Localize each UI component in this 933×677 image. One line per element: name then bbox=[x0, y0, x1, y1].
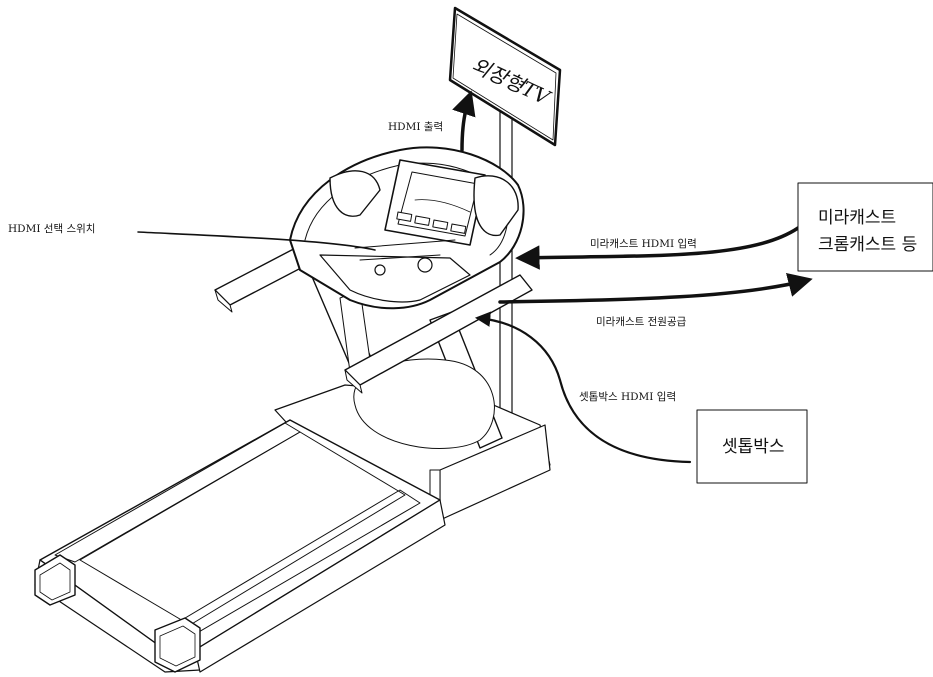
hdmi-output-label: HDMI 출력 bbox=[388, 121, 443, 133]
miracast-power-arrow bbox=[498, 272, 813, 304]
hdmi-switch-label: HDMI 선택 스위치 bbox=[8, 222, 95, 235]
hdmi-switch-leader bbox=[137, 231, 376, 251]
miracast-box-line1: 미라캐스트 bbox=[818, 208, 896, 228]
tv-mast bbox=[499, 99, 513, 426]
treadmill-console bbox=[289, 146, 525, 310]
miracast-box-line2: 크롬캐스트 등 bbox=[818, 235, 917, 255]
settopbox-box-label: 셋톱박스 bbox=[722, 437, 785, 457]
treadmill-uprights bbox=[309, 263, 503, 450]
hdmi-output-arrow bbox=[452, 90, 476, 152]
miracast-power-label: 미라캐스트 전원공급 bbox=[596, 316, 687, 328]
settopbox-hdmi-input-label: 셋톱박스 HDMI 입력 bbox=[579, 390, 676, 403]
miracast-hdmi-input-arrow bbox=[515, 226, 800, 270]
settopbox-hdmi-input-arrow bbox=[474, 311, 692, 464]
settopbox-box: 셋톱박스 bbox=[696, 409, 808, 484]
miracast-box: 미라캐스트 크롬캐스트 등 bbox=[797, 182, 933, 272]
connections bbox=[137, 90, 813, 464]
miracast-hdmi-input-label: 미라캐스트 HDMI 입력 bbox=[590, 237, 697, 250]
external-tv: 외장형TV bbox=[448, 6, 562, 147]
treadmill-deck bbox=[34, 384, 551, 673]
